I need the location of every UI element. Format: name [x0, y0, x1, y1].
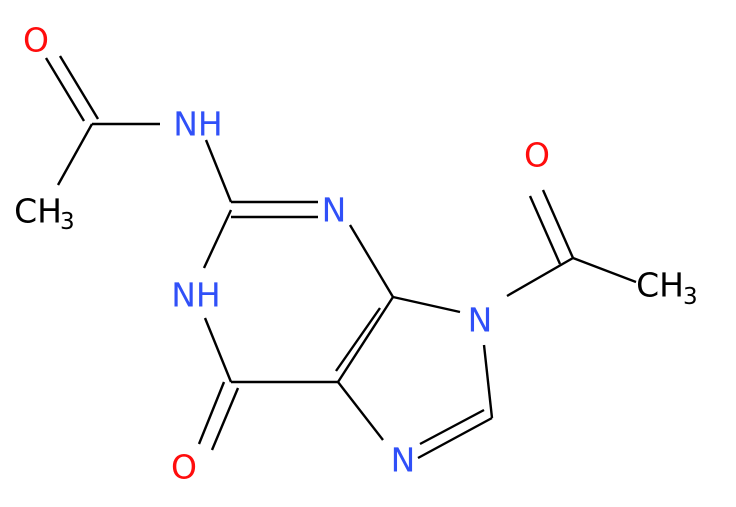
bond-n9-acetyl-c: [506, 256, 574, 298]
bond-n3-c4: [348, 224, 395, 298]
bond-n7-c8-2: [419, 408, 485, 446]
bond-amide-co-1: [44, 57, 86, 122]
bond-amide-co-2: [58, 55, 100, 120]
bond-c4-n9: [392, 295, 461, 314]
atom-ch3-amide-subscript: 3: [60, 209, 75, 235]
bond-n7-c8-1: [417, 416, 493, 460]
bonds: [44, 55, 637, 460]
atom-ch3-acetyl: CH: [636, 266, 684, 305]
bond-acetyl-c-ch3: [572, 256, 637, 284]
atom-labels: O CH 3 NH N NH O N N O CH 3: [14, 21, 698, 487]
bond-c6-o-1: [197, 381, 226, 445]
atom-ch3-amide: CH: [14, 192, 62, 231]
atom-o-amide: O: [23, 21, 49, 60]
bond-acetyl-co-1: [541, 189, 575, 259]
bond-c5-n7: [337, 381, 384, 441]
bond-c4-c5-1: [336, 296, 395, 383]
bond-c2-n1: [202, 209, 233, 269]
bond-amide-c-ch3: [56, 123, 94, 186]
atom-o-carbonyl: O: [171, 448, 197, 487]
atom-n7: N: [391, 441, 416, 480]
atom-n3: N: [322, 191, 347, 230]
bond-nh-c2: [204, 139, 233, 203]
bond-acetyl-co-2: [528, 195, 562, 265]
bond-n1-c6: [203, 317, 233, 383]
atom-n9: N: [468, 301, 493, 340]
atom-nh1: NH: [171, 276, 221, 315]
bond-c4-c5-2: [335, 307, 381, 372]
bond-c6-o-2: [210, 387, 240, 451]
bond-c8-n9: [482, 344, 494, 419]
atom-nh-amide: NH: [173, 105, 223, 144]
atom-ch3-acetyl-subscript: 3: [683, 284, 698, 310]
atom-o-acetyl: O: [524, 136, 550, 175]
